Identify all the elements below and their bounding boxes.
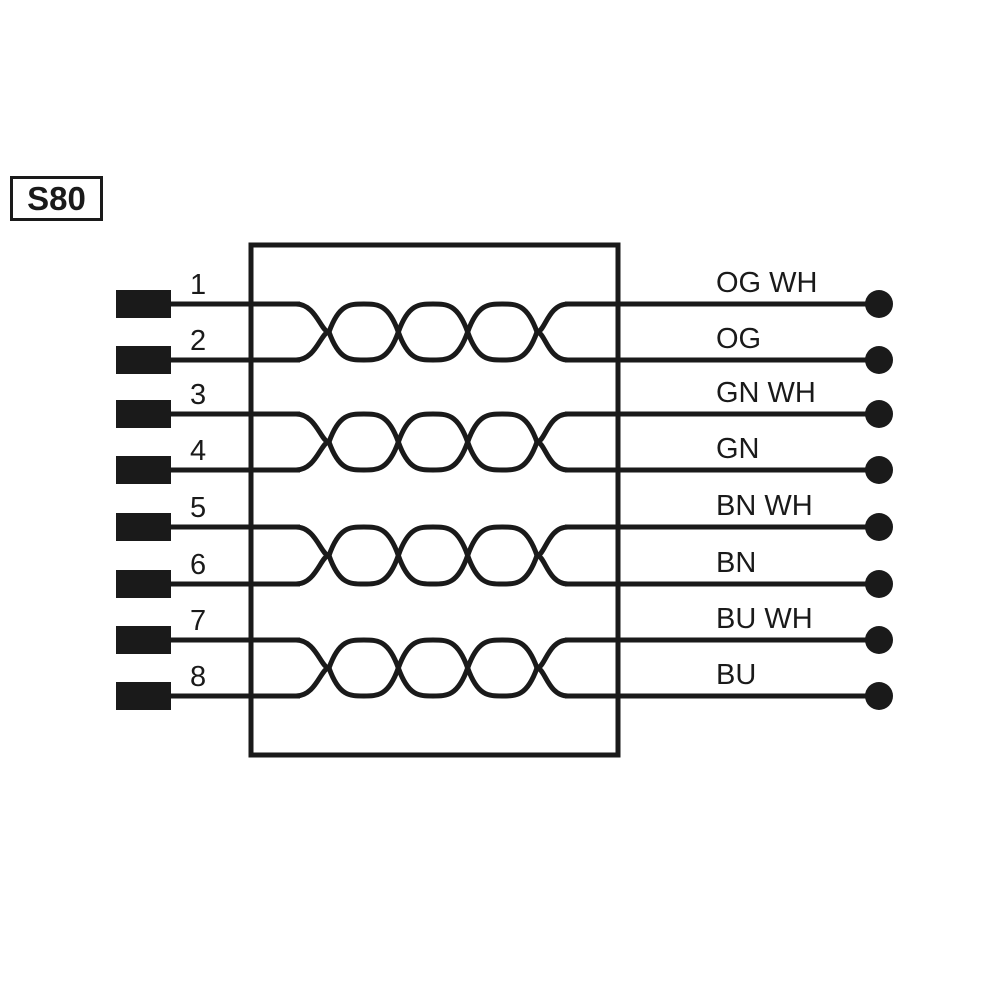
wire-color-label: GN WH [716,377,816,409]
wire-color-label: BN [716,547,756,579]
pin-contact-block [116,626,171,654]
pin-connectors: 1 2 3 4 5 6 7 8 [116,269,300,710]
connector-code-badge: S80 [10,176,103,221]
pin-7: 7 [116,605,300,654]
wire-end-terminal-dot [865,456,893,484]
wire-end-terminal-dot [865,346,893,374]
wire-3: GN WH [565,377,893,428]
pin-number-label: 4 [190,435,206,467]
pin-2: 2 [116,325,300,374]
pin-contact-block [116,290,171,318]
pin-5: 5 [116,492,300,541]
wire-end-terminal-dot [865,682,893,710]
pin-contact-block [116,400,171,428]
wire-end-terminal-dot [865,513,893,541]
pin-4: 4 [116,435,300,484]
wire-color-label: OG [716,323,761,355]
wire-6: BN [565,547,893,598]
twisted-strand [295,524,569,587]
twisted-strand [295,301,569,363]
pin-number-label: 3 [190,379,206,411]
pin-contact-block [116,682,171,710]
twisted-strand [295,637,569,699]
wire-4: GN [565,433,893,484]
twisted-pair-3 [295,524,569,587]
pin-contact-block [116,513,171,541]
wire-5: BN WH [565,490,893,541]
wire-end-terminal-dot [865,570,893,598]
twisted-pair-4 [295,637,569,699]
pin-1: 1 [116,269,300,318]
wire-color-label: BN WH [716,490,813,522]
pin-contact-block [116,346,171,374]
wire-color-label: OG WH [716,267,818,299]
wire-color-label: GN [716,433,760,465]
pin-6: 6 [116,549,300,598]
wire-end-terminal-dot [865,626,893,654]
wire-8: BU [565,659,893,710]
wire-end-terminal-dot [865,400,893,428]
twisted-strand [295,637,569,699]
pin-number-label: 7 [190,605,206,637]
pin-3: 3 [116,379,300,428]
wire-7: BU WH [565,603,893,654]
twisted-pair-1 [295,301,569,363]
twisted-pair-2 [295,411,569,473]
wire-ends: OG WH OG GN WH GN BN WH BN BU WH BU [565,267,893,710]
wire-2: OG [565,323,893,374]
wire-color-label: BU [716,659,756,691]
twisted-pairs [295,301,569,699]
pin-number-label: 1 [190,269,206,301]
pin-number-label: 2 [190,325,206,357]
wire-1: OG WH [565,267,893,318]
twisted-strand [295,301,569,363]
twisted-strand [295,524,569,587]
pin-number-label: 6 [190,549,206,581]
twisted-strand [295,411,569,473]
cable-body [248,242,621,758]
pin-contact-block [116,570,171,598]
pin-number-label: 8 [190,661,206,693]
pin-contact-block [116,456,171,484]
pin-8: 8 [116,661,300,710]
wire-color-label: BU WH [716,603,813,635]
twisted-strand [295,411,569,473]
pin-number-label: 5 [190,492,206,524]
wire-end-terminal-dot [865,290,893,318]
